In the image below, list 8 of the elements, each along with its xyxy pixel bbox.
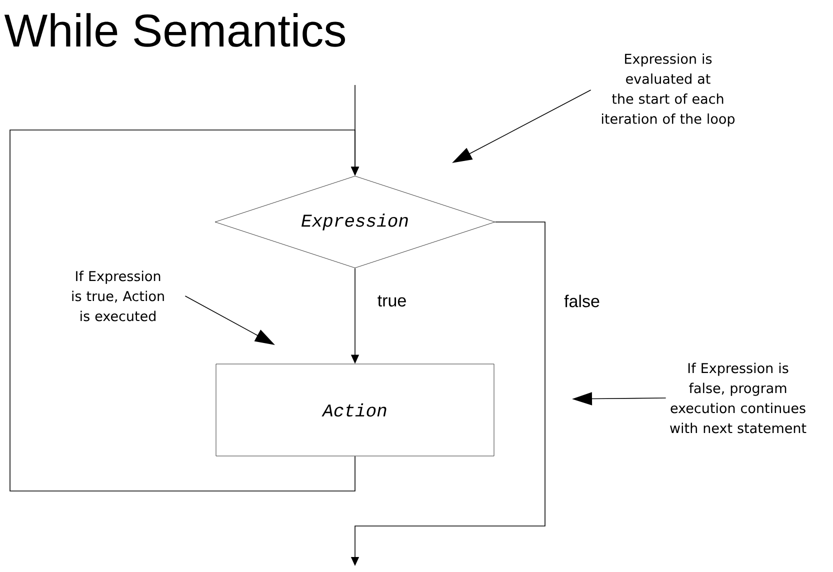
callout-text: If Expression is true, Action is executed <box>72 270 164 322</box>
arrow <box>10 130 360 492</box>
callout-text: Expression is evaluated at the start of each iteration of the loop <box>602 53 735 127</box>
title: While Semantics <box>4 13 346 47</box>
edge-label: false <box>563 294 601 308</box>
edge-label: true <box>376 294 408 308</box>
callout-text: If Expression is false, program execution continues with next statement <box>670 362 806 434</box>
process-box: Action <box>216 364 494 456</box>
